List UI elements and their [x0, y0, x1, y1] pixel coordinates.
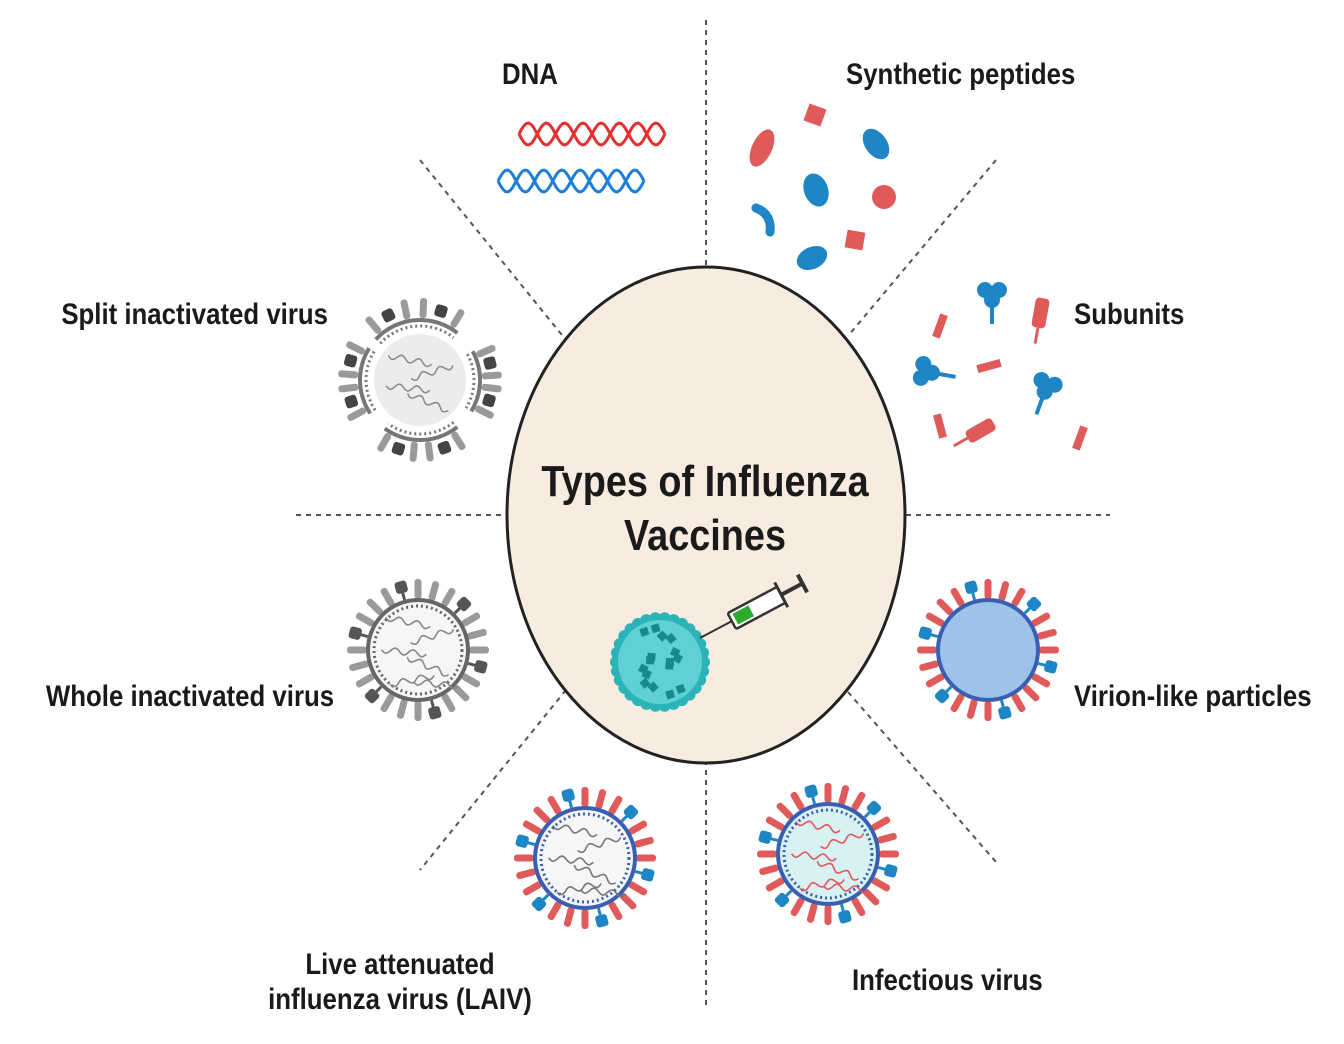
- label-infectious-virus: Infectious virus: [852, 964, 1043, 997]
- label-whole-inactivated-virus: Whole inactivated virus: [45, 680, 335, 713]
- center-circle: [505, 265, 907, 765]
- label-split-inactivated-virus: Split inactivated virus: [61, 298, 328, 331]
- sector-dividers: [296, 20, 1110, 1010]
- peptide-fragments-icon: [749, 103, 896, 271]
- whole-inactivated-virus-icon: [347, 579, 489, 721]
- label-live-attenuated: Live attenuated influenza virus (LAIV): [254, 948, 546, 1017]
- virion-like-particle-icon: [917, 579, 1059, 721]
- center-title-line2: Vaccines: [623, 510, 787, 560]
- center-title-line1: Types of Influenza: [541, 457, 869, 506]
- live-attenuated-virus-icon: [514, 787, 656, 929]
- label-laiv-line1: Live attenuated: [305, 948, 495, 981]
- label-synthetic-peptides: Synthetic peptides: [846, 58, 1076, 91]
- infectious-virus-icon: [757, 783, 899, 925]
- label-laiv-line2: influenza virus (LAIV): [268, 982, 532, 1016]
- subunit-proteins-icon: [912, 282, 1088, 451]
- label-dna: DNA: [502, 58, 558, 91]
- label-subunits: Subunits: [1074, 298, 1185, 331]
- dna-helix-icon: [496, 121, 667, 194]
- center-title: Types of Influenza Vaccines: [533, 455, 877, 562]
- split-inactivated-virus-icon: [338, 298, 502, 462]
- label-virion-like-particles: Virion-like particles: [1074, 680, 1312, 713]
- virus-syringe-icon: [610, 573, 809, 712]
